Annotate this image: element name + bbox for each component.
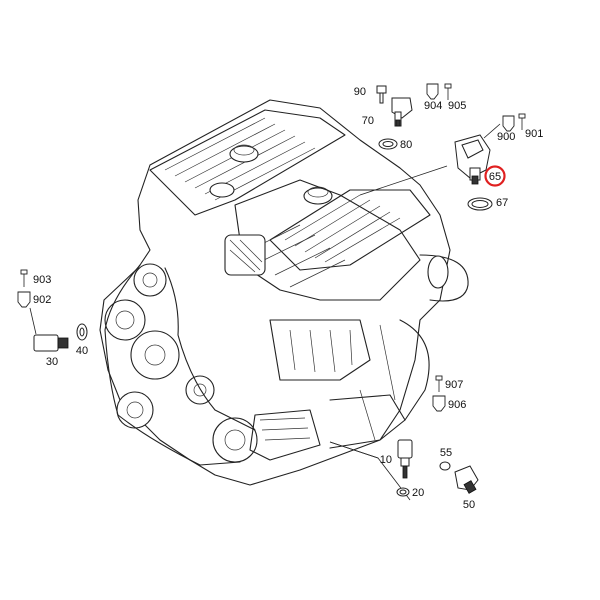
leader-20 bbox=[329, 441, 411, 501]
callout-65-highlight-ring bbox=[484, 165, 506, 187]
part-67-oring bbox=[467, 197, 493, 211]
callout-67: 67 bbox=[496, 197, 508, 209]
part-907-pin-icon bbox=[435, 375, 443, 392]
callout-905: 905 bbox=[448, 100, 466, 112]
callout-900: 900 bbox=[497, 131, 515, 143]
callout-70: 70 bbox=[362, 115, 374, 127]
part-900-connector-icon bbox=[502, 115, 515, 132]
callout-901: 901 bbox=[525, 128, 543, 140]
callout-903: 903 bbox=[33, 274, 51, 286]
part-905-pin-icon bbox=[444, 83, 452, 100]
part-901-pin-icon bbox=[518, 113, 526, 130]
part-10-temp-sensor bbox=[397, 439, 413, 479]
part-90-bolt bbox=[376, 85, 387, 104]
callout-55: 55 bbox=[440, 447, 452, 459]
part-906-connector-icon bbox=[432, 395, 446, 412]
part-40-washer bbox=[76, 323, 88, 341]
part-65-camshaft-sensor bbox=[454, 123, 501, 185]
part-20-washer bbox=[396, 487, 410, 497]
part-80-ring bbox=[378, 138, 398, 150]
callout-80: 80 bbox=[400, 139, 412, 151]
callout-labels: 90 70 904 905 80 900 901 65 67 903 902 4… bbox=[33, 86, 543, 511]
callout-902: 902 bbox=[33, 294, 51, 306]
callout-50: 50 bbox=[463, 499, 475, 511]
callout-65: 65 bbox=[489, 171, 501, 183]
leader-65 bbox=[359, 165, 448, 196]
callout-20: 20 bbox=[412, 487, 424, 499]
callout-907: 907 bbox=[445, 379, 463, 391]
callout-40: 40 bbox=[76, 345, 88, 357]
part-30-sensor bbox=[29, 307, 69, 352]
part-70-sensor bbox=[391, 97, 413, 127]
part-904-connector-icon bbox=[426, 83, 439, 100]
part-50-sensor bbox=[454, 465, 479, 494]
callout-90: 90 bbox=[354, 86, 366, 98]
part-902-connector-icon bbox=[17, 291, 31, 308]
part-55-seal bbox=[439, 461, 451, 471]
leader-lines bbox=[329, 165, 448, 501]
callout-30: 30 bbox=[46, 356, 58, 368]
callout-10: 10 bbox=[380, 454, 392, 466]
part-903-pin-icon bbox=[20, 269, 28, 287]
engine-illustration bbox=[99, 99, 469, 486]
callout-904: 904 bbox=[424, 100, 442, 112]
callout-906: 906 bbox=[448, 399, 466, 411]
